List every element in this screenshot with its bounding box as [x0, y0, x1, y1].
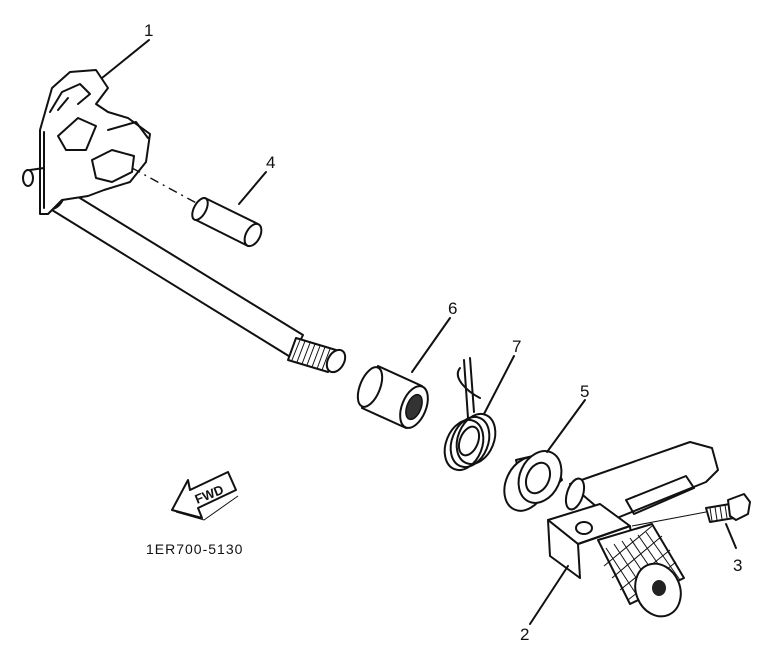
- callout-5: 5: [580, 382, 589, 401]
- callout-leader-2: [529, 565, 569, 625]
- callout-leader-3: [725, 523, 737, 549]
- callout-7: 7: [512, 337, 521, 356]
- callout-leader-7: [483, 355, 515, 415]
- assembly-line-bolt: [631, 511, 707, 527]
- collar-part-6: 6: [356, 299, 457, 429]
- spring-part-7: 7: [443, 337, 521, 472]
- callout-2: 2: [520, 625, 529, 644]
- callout-leader-1: [101, 39, 150, 79]
- shift-shaft-assembly: 1: [22, 21, 347, 374]
- callout-leader-5: [546, 399, 586, 453]
- callout-6: 6: [448, 299, 457, 318]
- shift-pedal-part-2: 2: [520, 441, 719, 644]
- callout-leader-4: [238, 171, 267, 205]
- oil-seal-part-5: 5: [503, 382, 589, 512]
- shift-shaft: [48, 186, 347, 374]
- bolt-part-3: 3: [631, 493, 751, 575]
- part-code: 1ER700-5130: [146, 541, 243, 557]
- shift-fork-plate: [22, 69, 151, 215]
- pin-part-4: 4: [131, 153, 275, 248]
- callout-3: 3: [733, 556, 742, 575]
- callout-1: 1: [144, 21, 153, 40]
- callout-4: 4: [266, 153, 275, 172]
- callout-leader-6: [411, 317, 451, 373]
- forward-direction-arrow: FWD: [171, 471, 239, 521]
- assembly-centerline-pin: [131, 167, 201, 206]
